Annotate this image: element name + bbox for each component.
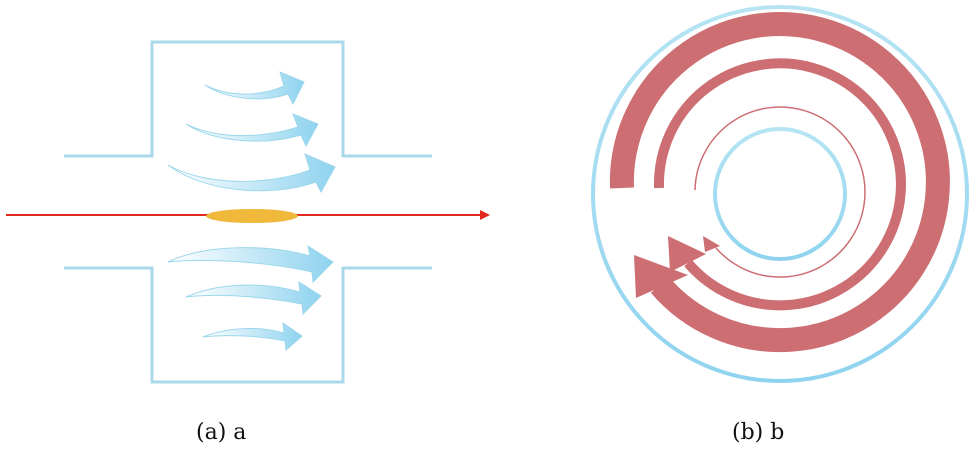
caption-panel-a: (a) a [196,420,247,445]
spiral-arrowhead-large [634,255,688,298]
field-arrow [185,281,322,316]
panel-b-diagram [591,5,969,383]
cavity-lower-outline [64,266,432,384]
field-arrow [185,113,319,148]
caption-panel-b: (b) b [732,420,785,445]
field-arrows-lower [167,244,334,352]
field-arrow [167,153,336,194]
beam-axis-arrowhead [480,210,490,220]
cavity-upper-outline [64,40,432,158]
particle-bunch [206,209,298,223]
field-arrow [167,244,334,284]
spiral-arrow-large [609,12,950,353]
field-arrow [204,71,305,106]
panel-a-diagram [6,40,490,384]
spiral-arrowhead-small [703,236,720,252]
field-arrows-upper [167,71,336,194]
outer-ring [591,5,969,383]
spiral-arrow-small [694,106,866,278]
field-arrow [202,321,303,352]
inner-ring [713,127,847,261]
spiral-arrowhead-medium [668,236,706,272]
spiral-arrow-medium [653,58,906,311]
